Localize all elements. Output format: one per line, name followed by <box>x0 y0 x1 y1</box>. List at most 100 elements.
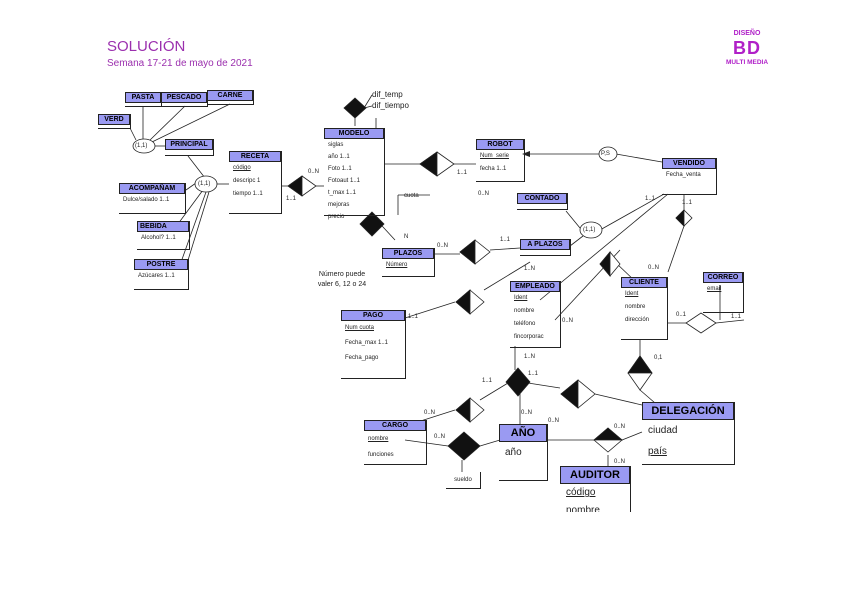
card-pago-11: 1..1 <box>408 314 419 320</box>
brand-line3: MULTI MEDIA <box>725 59 769 66</box>
entity-pago-attr-1: Fecha_max 1..1 <box>345 340 389 346</box>
card-aplazos-1n: 1..N <box>524 266 536 272</box>
entity-modelo[interactable]: MODELO siglas año 1..1 Foto 1..1 Fotoaut… <box>324 128 385 220</box>
entity-cliente-attr-2: dirección <box>625 317 650 323</box>
entity-correo-attr-0: email <box>707 286 722 292</box>
entity-correo[interactable]: CORREO email <box>703 272 744 313</box>
entity-pago-attr-0: Num cuota <box>345 325 375 331</box>
entity-auditor-attr-1: nombre <box>566 505 600 512</box>
entity-pasta-name: PASTA <box>125 92 161 103</box>
card-correo-11: 1..1 <box>731 314 742 320</box>
entity-aplazos[interactable]: A PLAZOS <box>520 239 571 256</box>
entity-cliente-name: CLIENTE <box>621 277 667 288</box>
brand-line1: DISEÑO <box>733 30 761 37</box>
attr-sueldo: sueldo <box>446 472 481 489</box>
entity-empleado-attr-1: nombre <box>514 308 535 314</box>
entity-empleado-attr-0: Ident <box>514 295 528 301</box>
entity-bebida[interactable]: BEBIDA Alcohol? 1..1 <box>137 221 190 250</box>
entity-vendido-name: VENDIDO <box>662 158 716 169</box>
entity-correo-name: CORREO <box>703 272 743 283</box>
isa-robot-label: P,S <box>601 151 610 157</box>
entity-delegacion[interactable]: DELEGACIÓN ciudad país <box>642 402 735 465</box>
entity-contado-name: CONTADO <box>517 193 567 204</box>
entity-anio-attr-0: año <box>505 447 522 458</box>
entity-delegacion-name: DELEGACIÓN <box>642 402 734 420</box>
isa-principal-label: (1,1) <box>135 143 148 149</box>
entity-modelo-attr-3: Fotoaut 1..1 <box>328 178 361 184</box>
entity-cargo[interactable]: CARGO nombre funciones <box>364 420 427 465</box>
entity-empleado[interactable]: EMPLEADO Ident nombre teléfono fincorpor… <box>510 281 561 348</box>
entity-modelo-attr-0: siglas <box>328 142 344 148</box>
entity-vendido[interactable]: VENDIDO Fecha_venta <box>662 158 717 195</box>
card-vendido-11: 1..1 <box>645 196 656 202</box>
entity-pasta[interactable]: PASTA <box>125 92 162 107</box>
entity-receta-attr-1: descripc 1 <box>233 178 261 184</box>
entity-bebida-attr: Alcohol? 1..1 <box>141 235 176 241</box>
brand-line2: BD <box>733 38 761 58</box>
entity-aplazos-name: A PLAZOS <box>520 239 570 250</box>
entity-principal[interactable]: PRINCIPAL <box>165 139 214 156</box>
card-aud-0n: 0..N <box>548 418 560 424</box>
entity-modelo-attr-2: Foto 1..1 <box>328 166 352 172</box>
entity-pago[interactable]: PAGO Num cuota Fecha_max 1..1 Fecha_pago <box>341 310 406 379</box>
card-cargo-0nb: 0..N <box>434 434 446 440</box>
entity-anio[interactable]: AÑO año <box>499 424 548 481</box>
entity-cliente[interactable]: CLIENTE Ident nombre dirección <box>621 277 668 340</box>
brand-logo: DISEÑO BD MULTI MEDIA <box>712 30 782 66</box>
entity-auditor[interactable]: AUDITOR código nombre <box>560 466 631 512</box>
entity-cliente-attr-1: nombre <box>625 304 646 310</box>
entity-modelo-name: MODELO <box>324 128 384 139</box>
card-aud-0nb: 0..N <box>614 424 626 430</box>
card-robot-0n: 0..N <box>478 191 490 197</box>
entity-bebida-name: BEBIDA <box>137 221 189 232</box>
entity-plazos[interactable]: PLAZOS Número <box>382 248 435 277</box>
card-vendido-11b: 1..1 <box>682 200 693 206</box>
entity-anio-name: AÑO <box>499 424 547 442</box>
card-cargo-0n: 0..N <box>424 410 436 416</box>
entity-modelo-attr-1: año 1..1 <box>328 154 350 160</box>
card-deleg-01: 0,1 <box>654 355 663 361</box>
entity-plazos-name: PLAZOS <box>382 248 434 259</box>
entity-receta-attr-2: tiempo 1..1 <box>233 191 263 197</box>
entity-acompanam-name: ACOMPAÑAM <box>119 183 185 194</box>
isa-receta-label: (1,1) <box>198 181 211 187</box>
entity-cargo-name: CARGO <box>364 420 426 431</box>
entity-postre[interactable]: POSTRE Azúcares 1..1 <box>134 259 189 290</box>
entity-delegacion-attr-1: país <box>648 446 667 457</box>
entity-auditor-name: AUDITOR <box>560 466 630 484</box>
card-emp-11b: 1..1 <box>528 371 539 377</box>
rel-dif-temp: dif_temp <box>372 90 403 99</box>
card-empleado-1n: 1..N <box>524 354 536 360</box>
card-plazos-n: N <box>404 234 409 240</box>
attr-sueldo-label: sueldo <box>454 477 472 483</box>
card-empleado-0n: 0..N <box>562 318 574 324</box>
entity-receta[interactable]: RECETA código descripc 1 tiempo 1..1 <box>229 151 282 214</box>
card-emp-11a: 1..1 <box>482 378 493 384</box>
isa-vendido-label: (1,1) <box>583 227 596 233</box>
entity-robot-attr-1: fecha 1..1 <box>480 166 507 172</box>
card-receta: 1..1 <box>286 196 297 202</box>
entity-contado[interactable]: CONTADO <box>517 193 568 210</box>
entity-robot[interactable]: ROBOT Num_serie fecha 1..1 <box>476 139 525 182</box>
page-subtitle: Semana 17-21 de mayo de 2021 <box>107 58 253 69</box>
entity-empleado-attr-2: teléfono <box>514 321 536 327</box>
entity-delegacion-attr-0: ciudad <box>648 425 678 436</box>
entity-receta-name: RECETA <box>229 151 281 162</box>
entity-acompanam[interactable]: ACOMPAÑAM Dulce/salado 1..1 <box>119 183 186 214</box>
page-title: SOLUCIÓN <box>107 38 186 55</box>
entity-carne[interactable]: CARNE <box>207 90 254 105</box>
entity-robot-attr-0: Num_serie <box>480 153 510 159</box>
entity-modelo-attr-4: t_max 1..1 <box>328 190 357 196</box>
card-cliente-0n: 0..N <box>648 265 660 271</box>
entity-postre-name: POSTRE <box>134 259 188 270</box>
entity-cargo-attr-1: funciones <box>368 452 394 458</box>
entity-verd[interactable]: VERD <box>98 114 131 129</box>
entity-auditor-attr-0: código <box>566 487 596 498</box>
card-anio-0n: 0..N <box>521 410 533 416</box>
entity-empleado-name: EMPLEADO <box>510 281 560 292</box>
entity-pescado[interactable]: PESCADO <box>161 92 208 107</box>
entity-postre-attr: Azúcares 1..1 <box>138 273 175 279</box>
entity-receta-attr-0: código <box>233 165 251 171</box>
entity-plazos-attr-0: Número <box>386 262 408 268</box>
